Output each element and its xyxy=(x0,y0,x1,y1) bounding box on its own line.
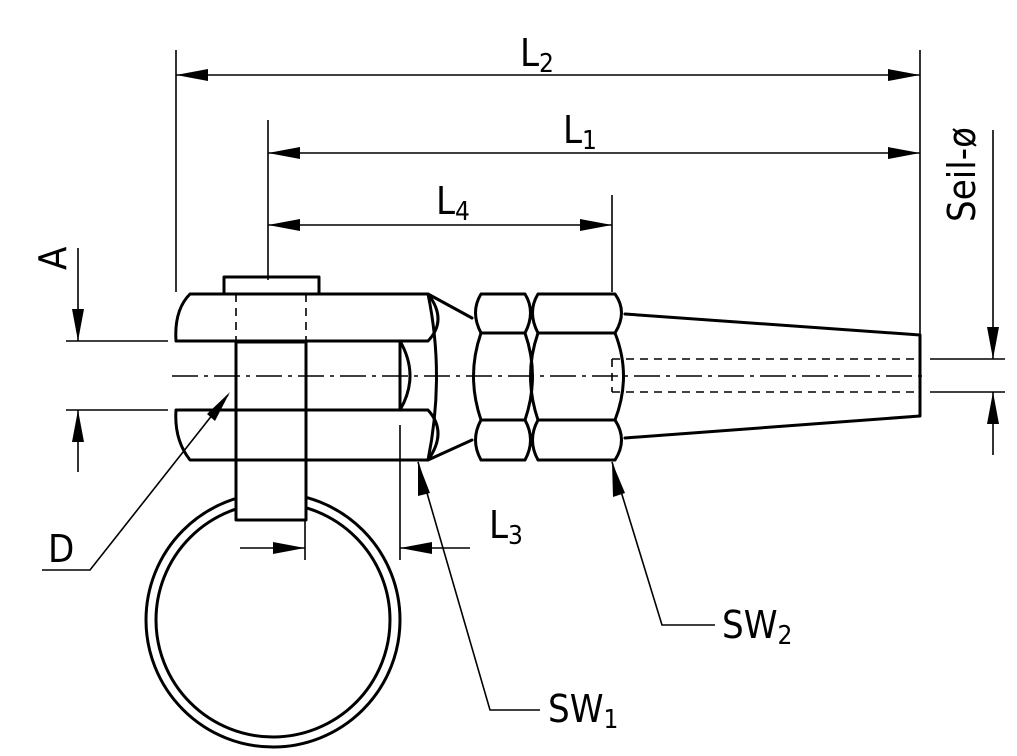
hex-nut-2 xyxy=(529,292,625,462)
dimension-l4 xyxy=(268,219,612,231)
label-l1: L1 xyxy=(563,108,597,156)
fork-body xyxy=(174,292,474,462)
dimension-l1 xyxy=(268,147,920,159)
label-l4: L4 xyxy=(436,179,470,227)
dimension-l2 xyxy=(176,69,920,81)
leader-sw1 xyxy=(417,461,540,711)
label-l2: L2 xyxy=(520,31,554,79)
label-sw2: SW2 xyxy=(722,603,792,651)
ring xyxy=(144,462,402,749)
dimension-seil xyxy=(987,130,999,455)
hex-nut-1 xyxy=(472,292,534,462)
leader-d xyxy=(42,392,230,571)
leader-sw2 xyxy=(611,461,715,626)
extension-lines xyxy=(66,50,1005,560)
dimension-a xyxy=(72,248,84,472)
label-seil: Seil-ø xyxy=(940,127,984,222)
label-d: D xyxy=(48,527,74,571)
label-l3: L3 xyxy=(489,503,523,551)
label-a: A xyxy=(31,246,75,270)
label-sw1: SW1 xyxy=(548,687,618,735)
dimension-l3 xyxy=(240,542,470,554)
